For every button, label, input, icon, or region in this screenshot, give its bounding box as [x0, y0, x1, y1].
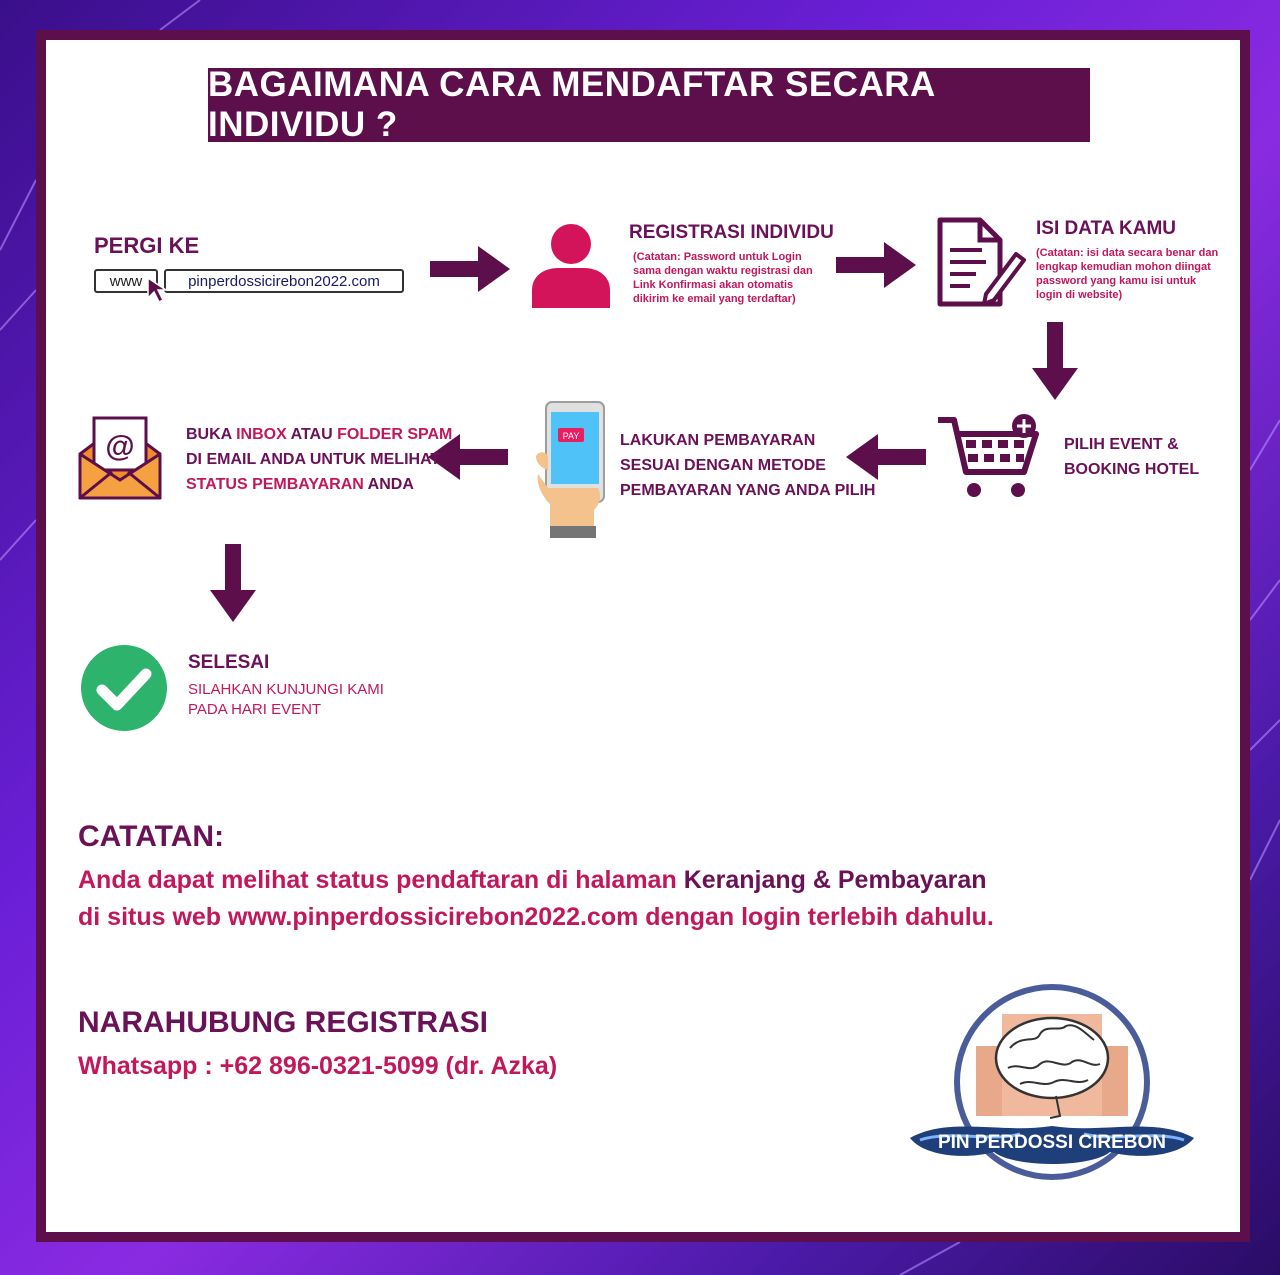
- arrow-down-icon: [1032, 322, 1078, 400]
- step-done-title: SELESAI: [188, 652, 270, 673]
- note-line: Link Konfirmasi akan otomatis: [633, 279, 794, 291]
- mobile-payment-icon: PAY: [536, 401, 605, 538]
- step-fill-data-title: ISI DATA KAMU: [1036, 218, 1177, 239]
- note-line: Anda dapat melihat status pendaftaran di…: [78, 862, 994, 899]
- check-circle-icon: [81, 645, 167, 731]
- logo-text: PIN PERDOSSI CIREBON: [938, 1132, 1166, 1153]
- note-part: Anda dapat melihat status pendaftaran di…: [78, 866, 684, 894]
- svg-text:@: @: [105, 430, 134, 463]
- cursor-icon: [147, 276, 169, 304]
- note-title: CATATAN:: [78, 820, 225, 853]
- website-url-link[interactable]: pinperdossicirebon2022.com: [164, 269, 404, 293]
- step-go-to-title: PERGI KE: [94, 233, 200, 258]
- note-line: (Catatan: Password untuk Login: [633, 251, 802, 263]
- text-line: PILIH EVENT &: [1064, 436, 1179, 453]
- text-line: PADA HARI EVENT: [188, 701, 322, 718]
- text-line: LAKUKAN PEMBAYARAN: [620, 432, 816, 449]
- step-register-note: (Catatan: Password untuk Login sama deng…: [633, 250, 813, 306]
- email-envelope-icon: @: [78, 416, 162, 500]
- text-line: STATUS PEMBAYARAN ANDA: [186, 472, 452, 497]
- note-line: di situs web www.pinperdossicirebon2022.…: [78, 903, 994, 931]
- user-icon: [532, 224, 610, 308]
- step-payment-text: LAKUKAN PEMBAYARAN SESUAI DENGAN METODE …: [620, 428, 875, 503]
- note-part: Keranjang & Pembayaran: [683, 866, 987, 894]
- pay-label: PAY: [563, 431, 580, 441]
- step-choose-event-text: PILIH EVENT & BOOKING HOTEL: [1064, 432, 1199, 482]
- text-line: BUKA INBOX ATAU FOLDER SPAM: [186, 422, 452, 447]
- form-edit-icon: [937, 217, 1026, 307]
- page-title: BAGAIMANA CARA MENDAFTAR SECARA INDIVIDU…: [208, 65, 1090, 144]
- text-part: FOLDER SPAM: [337, 426, 453, 443]
- arrow-right-icon: [836, 242, 916, 288]
- note-line: login di website): [1036, 289, 1123, 301]
- text-line: DI EMAIL ANDA UNTUK MELIHAT: [186, 451, 441, 468]
- step-inbox-text: BUKA INBOX ATAU FOLDER SPAM DI EMAIL AND…: [186, 422, 452, 497]
- step-fill-data-note: (Catatan: isi data secara benar dan leng…: [1036, 246, 1218, 302]
- pin-perdossi-logo: PIN PERDOSSI CIREBON: [910, 984, 1194, 1180]
- note-line: password yang kamu isi untuk: [1036, 275, 1197, 287]
- text-part: INBOX: [236, 426, 287, 443]
- contact-title: NARAHUBUNG REGISTRASI: [78, 1006, 489, 1039]
- text-part: ATAU: [286, 426, 338, 443]
- shopping-cart-icon: [938, 414, 1039, 497]
- arrow-right-icon: [430, 246, 510, 292]
- arrow-left-icon: [428, 434, 508, 480]
- arrow-down-icon: [210, 544, 256, 622]
- text-part: BUKA: [186, 426, 237, 443]
- step-register-title: REGISTRASI INDIVIDU: [629, 222, 834, 243]
- text-line: BOOKING HOTEL: [1064, 461, 1200, 478]
- note-line: sama dengan waktu registrasi dan: [633, 265, 813, 277]
- step-done-text: SILAHKAN KUNJUNGI KAMI PADA HARI EVENT: [188, 680, 384, 720]
- text-line: SILAHKAN KUNJUNGI KAMI: [188, 681, 384, 698]
- contact-whatsapp[interactable]: Whatsapp : +62 896-0321-5099 (dr. Azka): [78, 1052, 558, 1080]
- arrow-left-icon: [846, 434, 926, 480]
- note-line: lengkap kemudian mohon diingat: [1036, 261, 1211, 273]
- text-part: STATUS PEMBAYARAN: [186, 476, 364, 493]
- note-line: dikirim ke email yang terdaftar): [633, 293, 796, 305]
- note-text: Anda dapat melihat status pendaftaran di…: [78, 862, 994, 936]
- note-line: (Catatan: isi data secara benar dan: [1036, 247, 1219, 259]
- text-line: PEMBAYARAN YANG ANDA PILIH: [620, 482, 876, 499]
- text-line: SESUAI DENGAN METODE: [620, 457, 826, 474]
- text-part: ANDA: [363, 476, 414, 493]
